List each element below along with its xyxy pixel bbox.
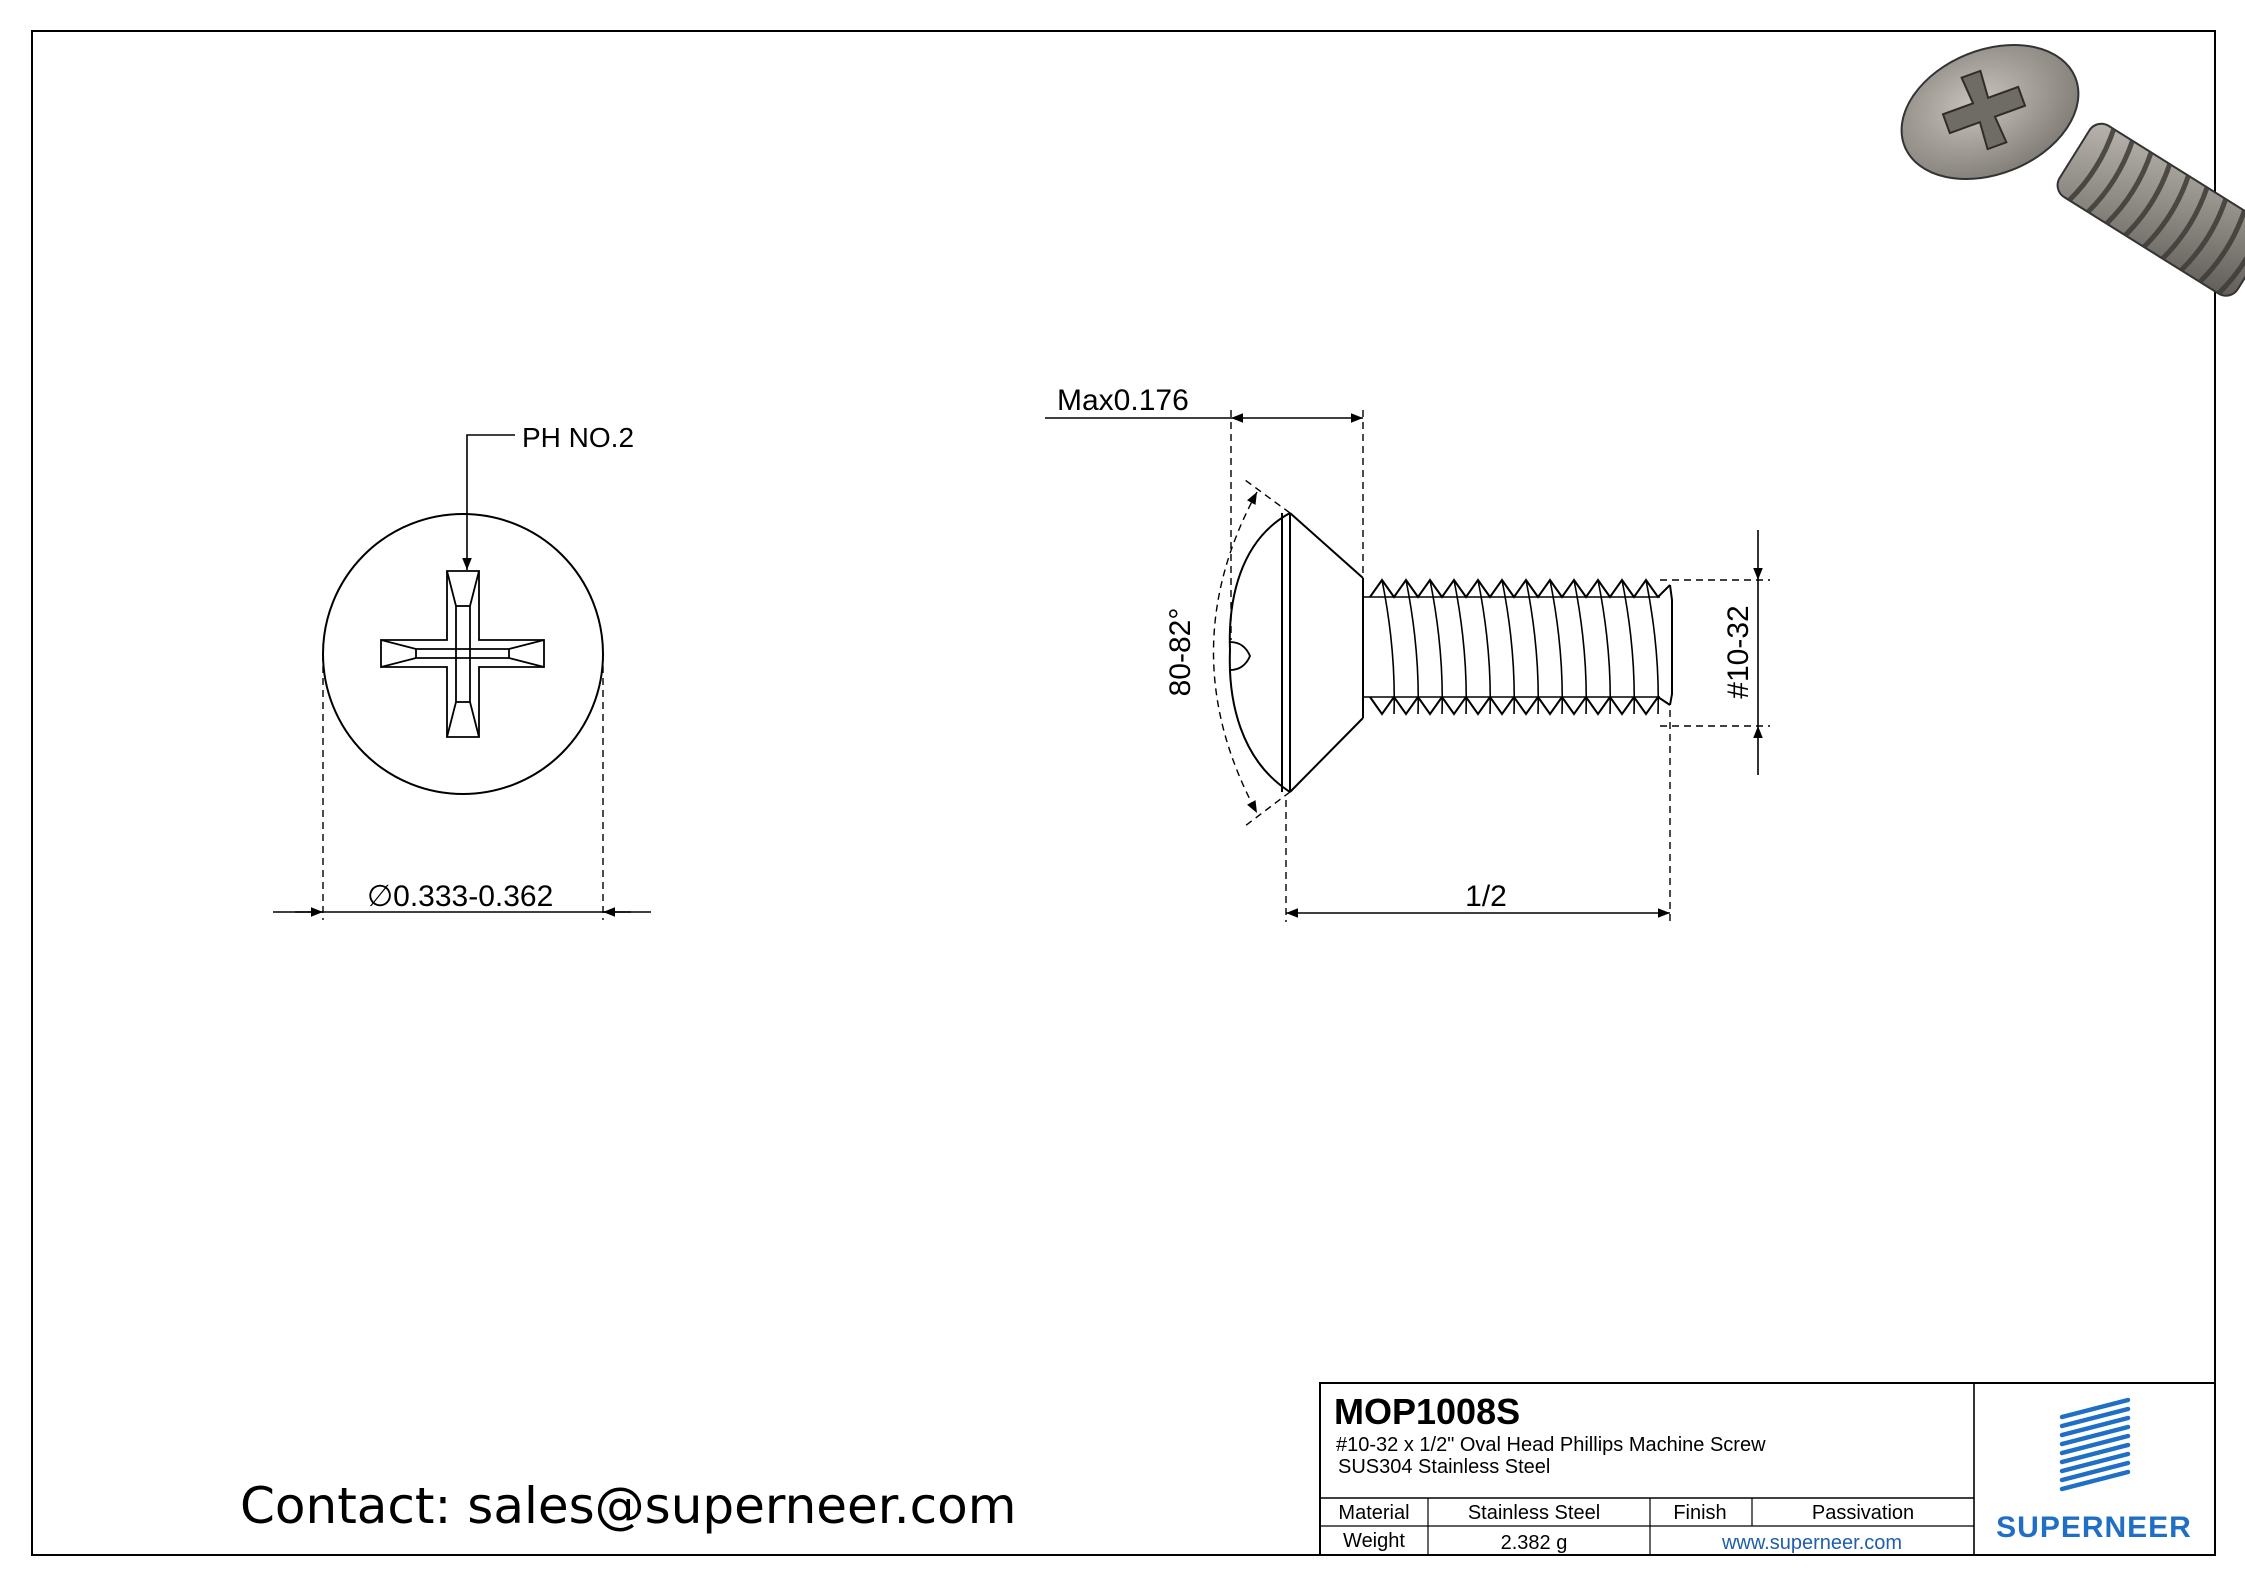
brand-name: SUPERNEER <box>1996 1511 2192 1544</box>
finish-value: Passivation <box>1812 1502 1914 1524</box>
phillips-cross-icon <box>380 570 545 738</box>
superneer-logo-icon <box>2059 1397 2131 1492</box>
contact-email-link[interactable]: Contact: sales@superneer.com <box>240 1477 1016 1535</box>
drive-label: PH NO.2 <box>522 422 634 453</box>
phillips-recess-icon <box>1941 69 2027 151</box>
material-value: Stainless Steel <box>1468 1502 1600 1524</box>
material-label: Material <box>1338 1502 1409 1524</box>
title-block: MOP1008S #10-32 x 1/2" Oval Head Phillip… <box>1319 1382 2216 1556</box>
part-description: #10-32 x 1/2" Oval Head Phillips Machine… <box>1336 1434 1766 1456</box>
diameter-label: ∅0.333-0.362 <box>367 880 553 913</box>
front-view: PH NO.2 ∅0.333-0.362 <box>273 422 651 920</box>
drive-leader-line <box>462 434 515 570</box>
head-height-label: Max0.176 <box>1057 384 1189 417</box>
thread-bottom-profile <box>1369 695 1671 716</box>
weight-value: 2.382 g <box>1501 1532 1568 1554</box>
side-view: Max0.176 80-82° #10-32 1/2 <box>1045 384 1770 922</box>
part-number: MOP1008S <box>1334 1391 1520 1432</box>
website-link[interactable]: www.superneer.com <box>1721 1532 1902 1554</box>
drawing-border <box>31 30 2216 1556</box>
thread-size-label: #10-32 <box>1722 605 1755 698</box>
thread-top-profile <box>1369 578 1671 599</box>
part-material-line: SUS304 Stainless Steel <box>1338 1456 1550 1478</box>
thread-helix <box>1381 579 1660 715</box>
finish-label: Finish <box>1673 1502 1726 1524</box>
angle-label: 80-82° <box>1164 608 1197 697</box>
head-outline <box>322 513 604 795</box>
screw-3d-preview <box>1900 43 2245 297</box>
length-label: 1/2 <box>1465 880 1507 913</box>
oval-head-outline <box>1228 512 1291 793</box>
weight-label: Weight <box>1343 1530 1405 1552</box>
angle-dimension-arc <box>1212 491 1258 814</box>
